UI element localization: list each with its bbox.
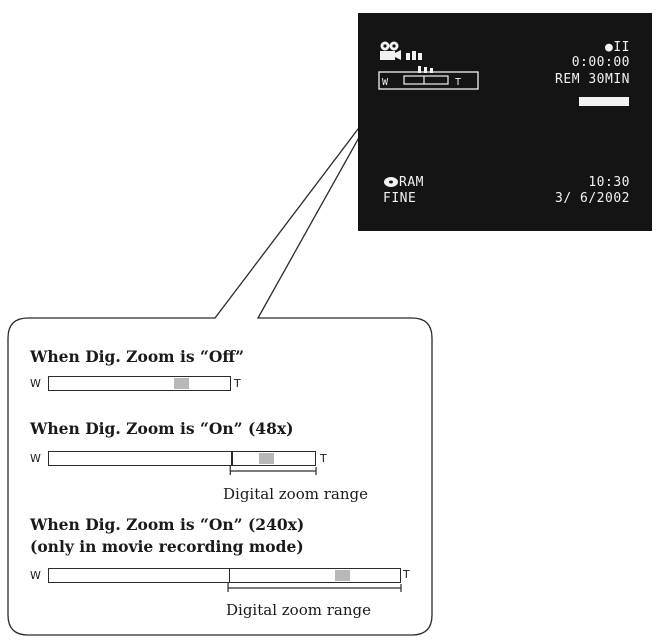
w-label: W	[30, 569, 41, 582]
digital-zoom-divider	[231, 451, 233, 466]
zoom-position-marker	[173, 378, 189, 389]
zoom-position-marker	[259, 453, 275, 464]
clock-date: 3/ 6/2002	[555, 191, 630, 206]
t-label: T	[403, 568, 410, 581]
t-label: T	[234, 377, 241, 390]
zoom-bar-48x	[48, 451, 316, 466]
record-status: ●II	[605, 40, 630, 55]
zoom-bar-240x	[48, 568, 401, 583]
picture-quality: FINE	[383, 191, 417, 206]
clock-time: 10:30	[588, 175, 630, 190]
timecode: 0:00:00	[571, 55, 630, 70]
heading-zoom-on-48x: When Dig. Zoom is “On” (48x)	[30, 419, 294, 438]
zoom-position-marker	[334, 570, 350, 581]
w-label: W	[30, 377, 41, 390]
t-label: T	[320, 452, 327, 465]
digital-zoom-range-label: Digital zoom range	[223, 485, 368, 503]
zoom-indicator	[378, 66, 479, 90]
callout-balloon	[7, 99, 433, 636]
digital-zoom-divider	[229, 568, 231, 583]
zoom-bar-off	[48, 376, 231, 391]
w-label: W	[30, 452, 41, 465]
heading-zoom-off: When Dig. Zoom is “Off”	[30, 347, 245, 366]
screen-zoom-t: T	[455, 77, 462, 88]
screen-zoom-w: W	[382, 77, 389, 88]
digital-range-bracket	[229, 466, 317, 475]
remaining-time: REM 30MIN	[555, 72, 630, 87]
heading-zoom-on-240x: When Dig. Zoom is “On” (240x)	[30, 515, 305, 534]
digital-range-bracket	[227, 583, 402, 592]
media-type: RAM	[399, 175, 424, 190]
cassette-icon	[380, 41, 422, 60]
camcorder-screen: W T ●II 0:00:00 REM 30MIN RAM FINE 10:30…	[358, 13, 652, 231]
remaining-bar	[579, 97, 629, 106]
disc-icon	[384, 177, 398, 187]
digital-zoom-range-label: Digital zoom range	[226, 601, 371, 619]
heading-movie-mode-note: (only in movie recording mode)	[30, 537, 304, 556]
